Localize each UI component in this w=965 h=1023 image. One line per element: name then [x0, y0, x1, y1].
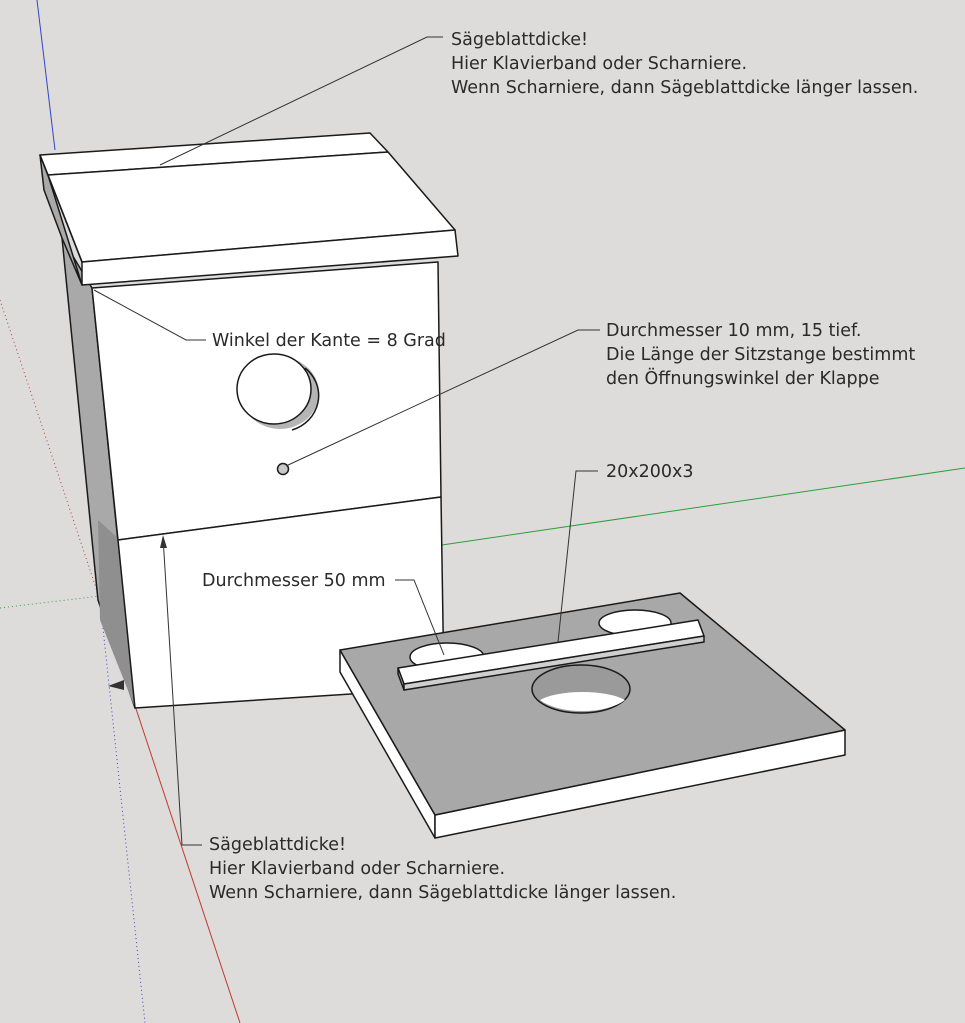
axis-red-dotted: [0, 299, 101, 601]
leader-hole-diameter: [395, 579, 445, 656]
side-panel-lower: [98, 520, 135, 708]
annotation-line: den Öffnungswinkel der Klappe: [606, 369, 880, 389]
axis-blue-dotted: [99, 599, 146, 1023]
leader-lines: [93, 36, 600, 846]
axis-green-dotted: [0, 595, 101, 609]
roof-left-edge: [39, 154, 83, 263]
base-plate: [339, 592, 846, 839]
annotation-line: Hier Klavierband oder Scharniere.: [451, 54, 748, 74]
leader-edge-angle: [93, 289, 206, 341]
annotation-line: 20x200x3: [606, 462, 694, 482]
strip-front: [403, 635, 705, 691]
annotation-line: Die Länge der Sitzstange bestimmt: [606, 345, 916, 365]
roof-front-edge: [81, 229, 459, 286]
entrance-hole-rim: [291, 367, 320, 431]
base-arrow-marker: [108, 680, 124, 690]
annotation-line: Wenn Scharniere, dann Sägeblattdicke län…: [209, 883, 677, 903]
annotation-edge-angle: Winkel der Kante = 8 Grad: [212, 329, 446, 353]
birdhouse: [39, 132, 459, 709]
annotation-line: Hier Klavierband oder Scharniere.: [209, 859, 506, 879]
base-hole-center-inner: [540, 691, 625, 712]
perch-hole: [276, 462, 290, 476]
axis-blue: [36, 0, 56, 151]
annotation-perch-hole: Durchmesser 10 mm, 15 tief. Die Länge de…: [606, 319, 915, 391]
axis-green: [441, 467, 965, 546]
leader-perch-hole: [285, 329, 600, 467]
annotation-hole-diameter: Durchmesser 50 mm: [202, 569, 386, 593]
annotation-strip-size: 20x200x3: [606, 460, 694, 484]
annotation-line: Wenn Scharniere, dann Sägeblattdicke län…: [451, 78, 919, 98]
annotation-line: Sägeblattdicke!: [451, 30, 589, 50]
annotation-line: Winkel der Kante = 8 Grad: [212, 331, 446, 351]
leader-saw-top: [159, 36, 443, 166]
leader-arrow-bottom: [160, 535, 167, 548]
leader-saw-bottom: [162, 536, 202, 846]
annotation-line: Durchmesser 10 mm, 15 tief.: [606, 321, 862, 341]
leader-strip: [557, 470, 598, 643]
annotation-line: Durchmesser 50 mm: [202, 571, 386, 591]
entrance-hole: [236, 353, 312, 425]
annotation-saw-top: Sägeblattdicke! Hier Klavierband oder Sc…: [451, 28, 918, 100]
annotation-line: Sägeblattdicke!: [209, 835, 347, 855]
annotation-saw-bottom: Sägeblattdicke! Hier Klavierband oder Sc…: [209, 833, 676, 905]
